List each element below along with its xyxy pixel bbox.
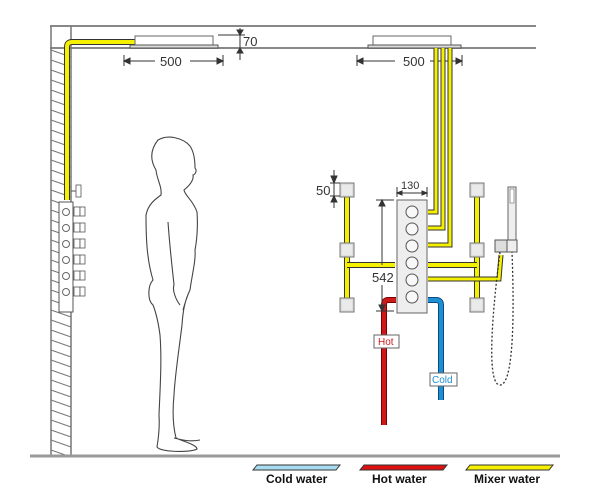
dimension-label-70: 70: [243, 34, 257, 49]
svg-text:Hot water: Hot water: [372, 472, 427, 486]
wall-shower-panel: [58, 184, 86, 313]
panel-nozzle: [62, 272, 70, 280]
dimension-label-130: 130: [401, 180, 419, 192]
shower-hose: [491, 251, 514, 386]
panel-knob: [73, 222, 81, 233]
wall-hatch-line: [50, 369, 72, 378]
panel-nozzle: [62, 288, 70, 296]
wall-hatch-line: [50, 429, 72, 438]
body-jets: [339, 182, 485, 313]
mixer-pipes-to-ceiling: [428, 48, 453, 248]
panel-knob: [73, 206, 81, 217]
handheld-shower: [491, 186, 518, 386]
panel-knob: [73, 286, 81, 297]
wall-hatch-line: [50, 339, 72, 348]
panel-nozzle: [62, 240, 70, 248]
legend: Cold water Hot water Mixer water: [251, 464, 555, 486]
rain-shower-head-left: [129, 35, 219, 49]
panel-nozzle: [62, 256, 70, 264]
wall-hatch-line: [50, 329, 72, 338]
valve-handle: [405, 222, 419, 236]
thermostatic-valve: [396, 199, 428, 314]
svg-text:Mixer water: Mixer water: [474, 472, 540, 486]
dimension-label-500-right: 500: [403, 54, 425, 69]
hot-tag: Hot: [373, 334, 400, 349]
human-figure: [145, 136, 201, 452]
body-jet: [469, 297, 485, 313]
panel-nozzle: [62, 224, 70, 232]
body-jet: [339, 182, 355, 198]
panel-knob: [73, 238, 81, 249]
dimension-body-jet: [330, 170, 340, 208]
dimension-ceiling-recess: [218, 28, 245, 60]
cold-tag: Cold: [429, 372, 458, 387]
mixer-pipe-left: [64, 39, 135, 200]
wall-hatch-line: [50, 379, 72, 388]
dimension-label-50: 50: [316, 183, 330, 198]
valve-handle: [405, 273, 419, 287]
valve-handle: [405, 256, 419, 270]
rain-shower-head-right: [367, 35, 462, 49]
panel-knob: [73, 270, 81, 281]
panel-knob: [73, 254, 81, 265]
body-jet: [339, 297, 355, 313]
wall-hatch-line: [50, 399, 72, 408]
legend-item-mixer: Mixer water: [464, 464, 555, 486]
legend-item-hot: Hot water: [358, 464, 449, 486]
valve-handle: [405, 239, 419, 253]
body-jet: [339, 242, 355, 258]
wall-hatch-line: [50, 419, 72, 428]
legend-item-cold: Cold water: [251, 464, 342, 486]
wall-hatch-line: [50, 409, 72, 418]
panel-nozzle: [62, 208, 70, 216]
svg-text:Cold water: Cold water: [266, 472, 328, 486]
wall-hatch-line: [50, 439, 72, 448]
wall-hatch-line: [50, 389, 72, 398]
svg-text:Cold: Cold: [432, 375, 453, 386]
dimension-valve-width: [395, 187, 429, 197]
wall-hatch-line: [50, 349, 72, 358]
dimension-left-head: [122, 55, 225, 66]
valve-handle: [405, 205, 419, 219]
valve-handle: [405, 290, 419, 304]
svg-text:Hot: Hot: [378, 337, 394, 348]
wall-hatch-line: [50, 359, 72, 368]
dimension-label-542: 542: [372, 270, 394, 285]
wall-hatch-line: [50, 309, 72, 318]
dimension-label-500-left: 500: [160, 54, 182, 69]
wall-hatch-line: [50, 319, 72, 328]
body-jet: [469, 182, 485, 198]
body-jet: [469, 242, 485, 258]
dimension-valve-height: [376, 198, 394, 313]
